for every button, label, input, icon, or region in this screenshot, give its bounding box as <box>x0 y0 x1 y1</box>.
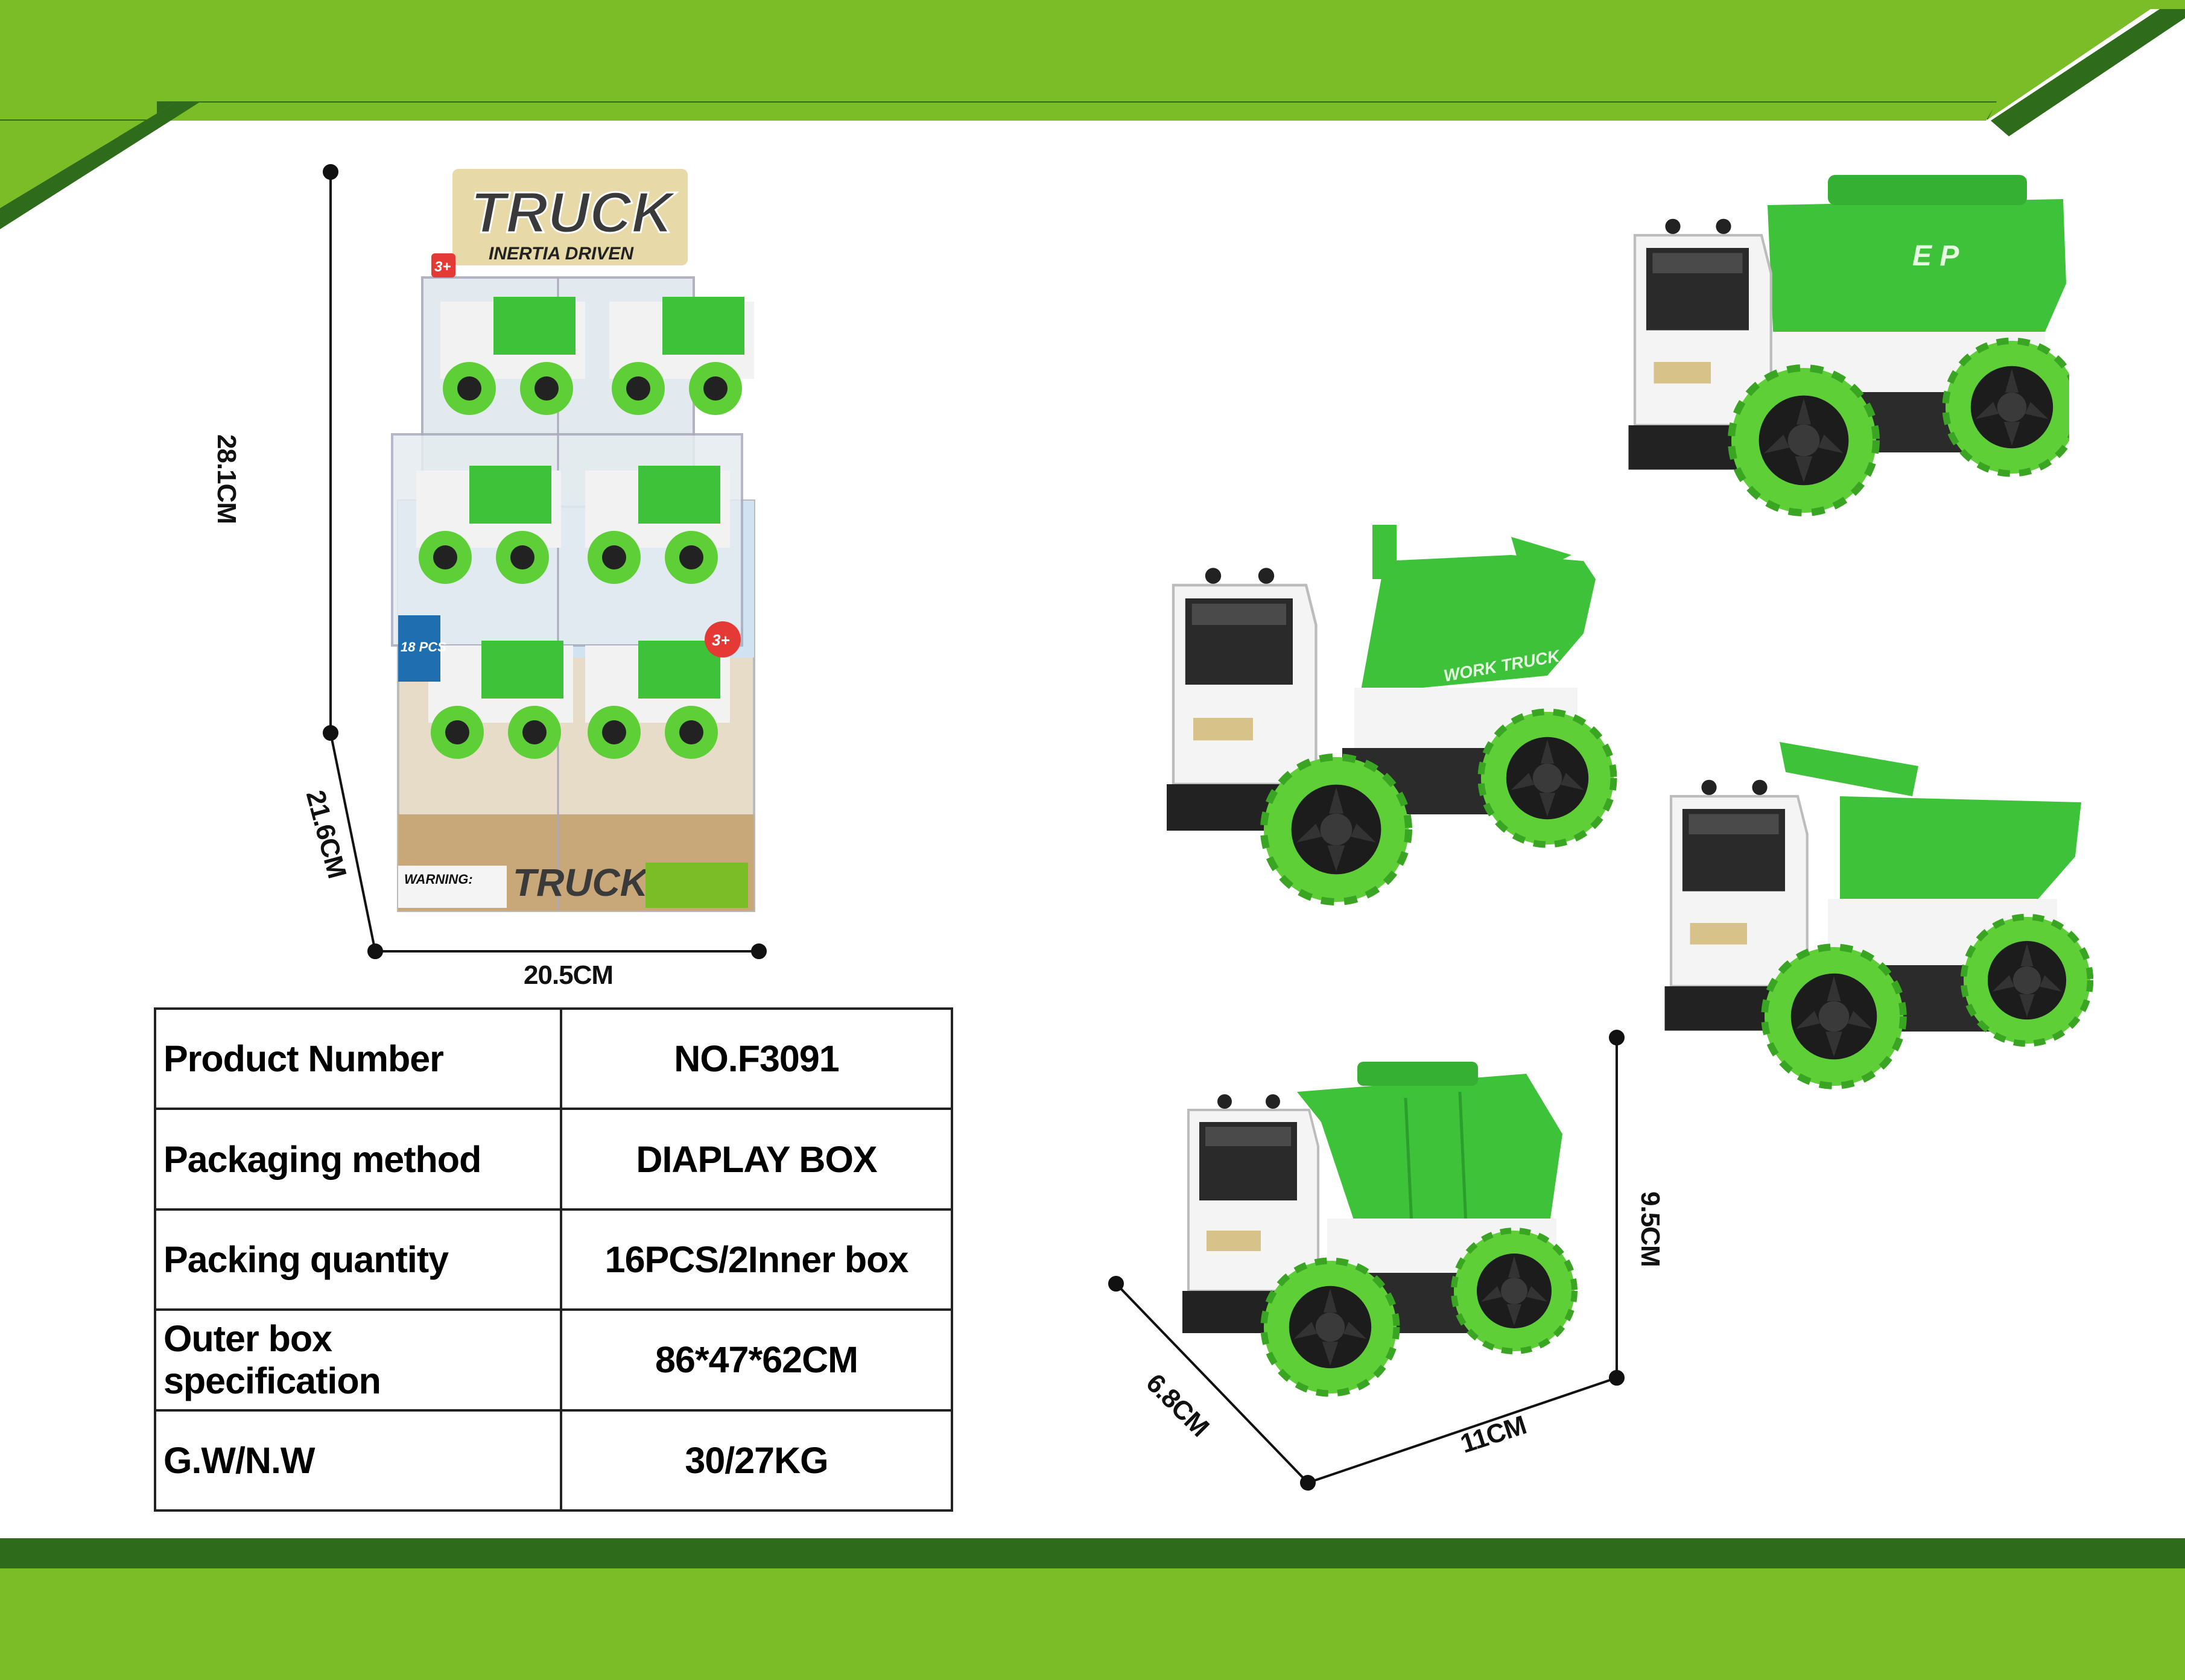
spec-label: Outer box specification <box>154 1308 562 1412</box>
spec-label: Packing quantity <box>154 1208 562 1311</box>
spec-label: Packaging method <box>154 1108 562 1211</box>
tanker-truck-photo: E P <box>1623 175 2069 549</box>
spec-value: NO.F3091 <box>560 1007 953 1111</box>
box-warning: WARNING: <box>404 872 473 887</box>
top-left-wedge <box>0 103 1997 229</box>
display-box-photo: TRUCK INERTIA DRIVEN 3+ 18 PCS 3+ WARNIN… <box>391 169 755 912</box>
garbage-truck-photo <box>1181 1062 1599 1424</box>
table-row: Product Number NO.F3091 <box>154 1007 953 1111</box>
skip-truck-photo: WORK TRUCK <box>1161 525 1620 923</box>
box-logo-title: TRUCK <box>471 180 677 245</box>
box-logo-subtitle: INERTIA DRIVEN <box>489 244 634 264</box>
table-row: G.W/N.W 30/27KG <box>154 1409 953 1512</box>
box-height-label: 28.1CM <box>212 434 241 524</box>
box-bottom-logo: TRUCK <box>513 861 651 904</box>
table-row: Packaging method DIAPLAY BOX <box>154 1108 953 1211</box>
box-pcs-badge: 18 PCS <box>401 639 446 655</box>
table-row: Outer box specification 86*47*62CM <box>154 1308 953 1412</box>
spec-value: 86*47*62CM <box>560 1308 953 1412</box>
box-age-badge-top: 3+ <box>434 259 451 275</box>
bottom-banner <box>0 1538 2185 1680</box>
box-truck-row1 <box>440 297 585 415</box>
box-width-label: 20.5CM <box>524 960 614 990</box>
box-age-badge: 3+ <box>712 631 730 649</box>
tanker-logo: E P <box>1912 240 1959 272</box>
spec-value: 30/27KG <box>560 1409 953 1512</box>
table-row: Packing quantity 16PCS/2Inner box <box>154 1208 953 1311</box>
truck-height-label: 9.5CM <box>1635 1191 1665 1267</box>
dump-truck-photo <box>1659 742 2093 1122</box>
spec-label: Product Number <box>154 1007 562 1111</box>
spec-table: Product Number NO.F3091 Packaging method… <box>154 1007 953 1512</box>
spec-label: G.W/N.W <box>154 1409 562 1512</box>
spec-value: DIAPLAY BOX <box>560 1108 953 1211</box>
spec-value: 16PCS/2Inner box <box>560 1208 953 1311</box>
